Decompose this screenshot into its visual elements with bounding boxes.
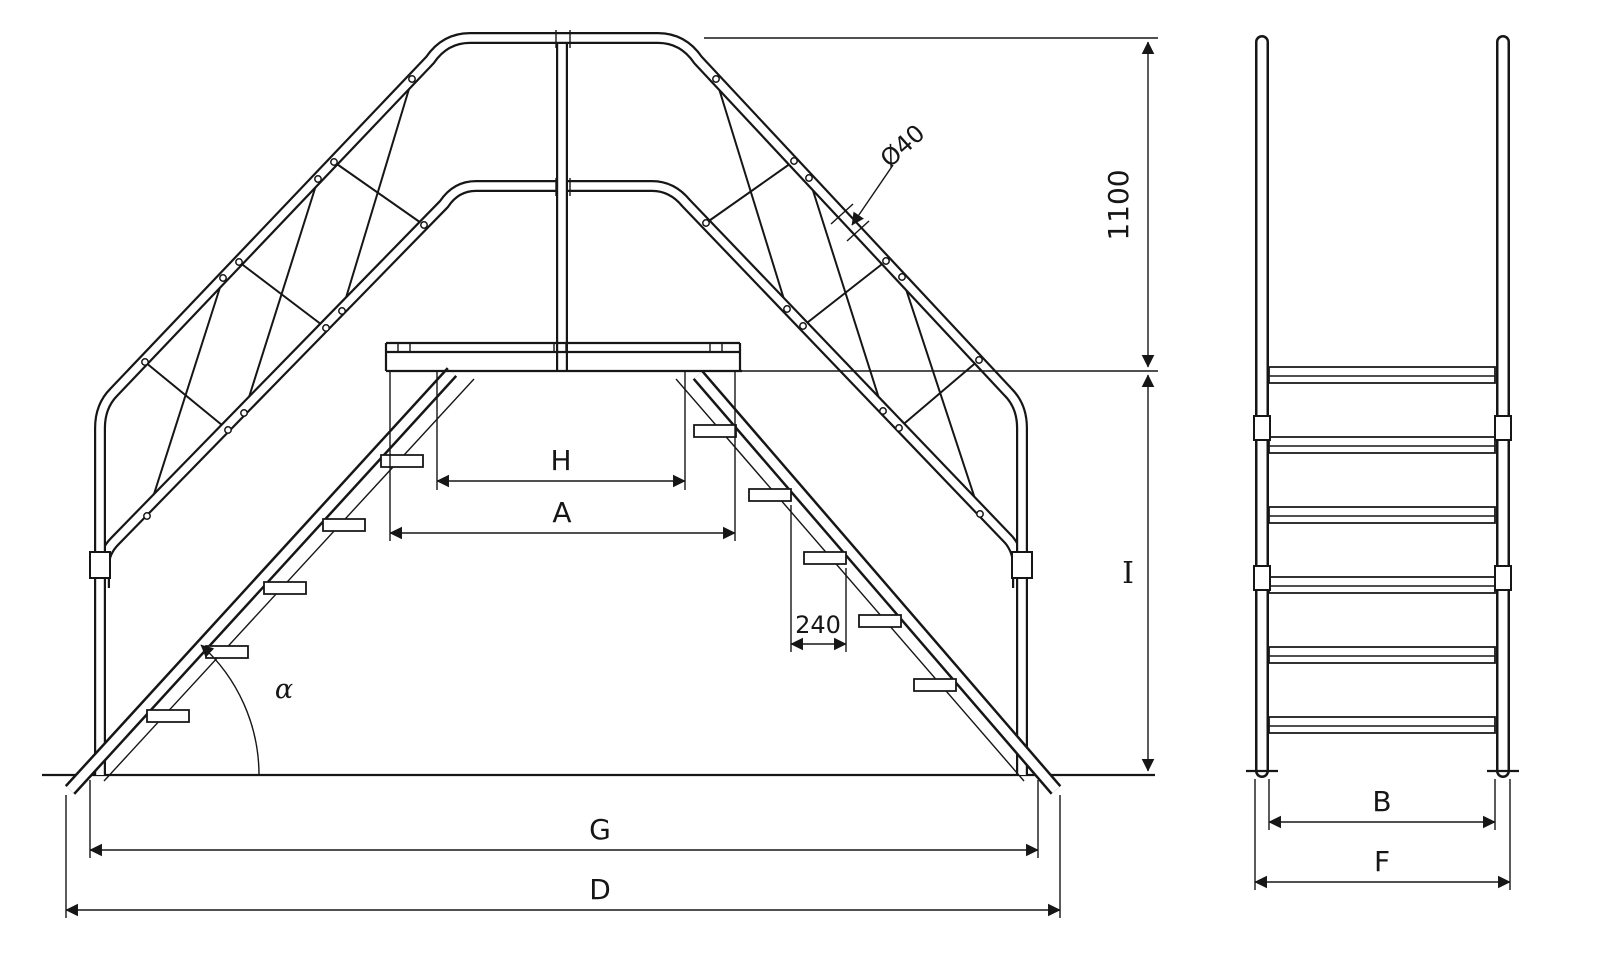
platform [384,341,1158,373]
label-H: H [550,444,571,477]
side-rail-clamps [1253,415,1512,591]
dimension-I: I [1122,374,1155,772]
dimension-D: D [65,795,1061,918]
dimension-G: G [89,780,1039,858]
label-240: 240 [795,611,841,639]
label-I: I [1122,556,1134,591]
label-B: B [1372,785,1391,818]
cross-braces-right [705,78,981,515]
label-G: G [589,813,611,846]
label-alpha: α [275,674,293,705]
cross-braces-left [144,78,425,517]
outer-handrail [94,32,1028,775]
label-1100: 1100 [1102,169,1135,240]
platform-plank-marks [397,343,723,352]
dimension-H: H [436,371,686,490]
rail-joint-marks [555,30,571,196]
dimension-A: A [389,371,736,541]
side-treads [1268,366,1496,734]
bolt-joints [141,75,984,520]
dimension-1100: 1100 [704,37,1158,368]
diameter-ticks [830,203,870,242]
dimension-F: F [1254,779,1511,890]
label-diameter: Ø40 [875,119,930,173]
dimension-angle: α [200,644,293,776]
treads-right [693,424,957,692]
label-F: F [1374,845,1390,878]
label-A: A [552,496,571,529]
label-D: D [589,873,611,906]
side-tread-midlines [1269,375,1495,727]
dimension-240: 240 [790,505,847,652]
side-view [1246,35,1519,778]
far-stringer-right [675,378,1025,782]
stair-right [675,370,1062,795]
dimension-B: B [1268,779,1496,830]
stair-left [64,367,475,795]
front-view [42,30,1158,795]
rail-clamps-front [89,551,1033,579]
treads-left [146,454,424,723]
